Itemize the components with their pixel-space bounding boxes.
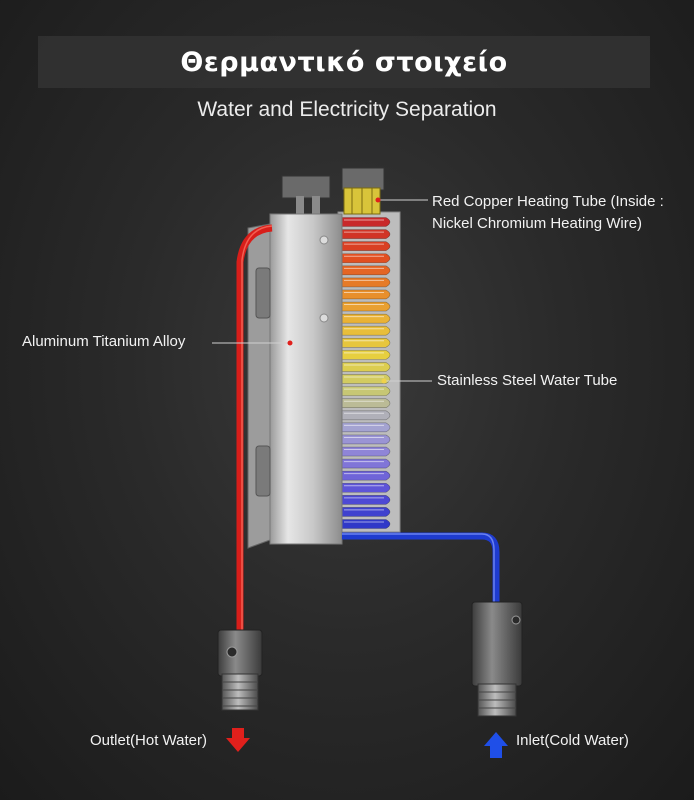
leader-alloy <box>212 340 293 346</box>
label-outlet: Outlet(Hot Water) <box>90 732 207 749</box>
page-subtitle: Water and Electricity Separation <box>197 98 497 121</box>
heating-fin <box>341 398 391 408</box>
hot-water-arrow-icon <box>226 728 250 752</box>
aluminum-plate <box>247 213 343 549</box>
heating-fin <box>341 217 391 227</box>
label-inlet: Inlet(Cold Water) <box>516 732 629 749</box>
heating-fin <box>341 325 391 336</box>
heating-fin <box>341 301 391 312</box>
heating-fin <box>341 446 391 457</box>
label-steel-water-tube: Stainless Steel Water Tube <box>437 372 618 389</box>
heating-fin <box>341 507 391 517</box>
heating-fin <box>341 458 391 469</box>
title-band: Θερμαντικό στοιχείο <box>38 36 650 88</box>
heating-fin <box>341 253 391 264</box>
heating-fin <box>341 422 391 433</box>
heating-fin <box>341 410 391 421</box>
page-title: Θερμαντικό στοιχείο <box>180 46 508 78</box>
heating-fin <box>341 434 391 445</box>
label-aluminum-alloy: Aluminum Titanium Alloy <box>22 333 186 350</box>
heating-fin <box>341 229 391 239</box>
cold-water-arrow-icon <box>484 732 508 758</box>
heating-fin <box>341 482 391 493</box>
heating-fin <box>341 495 391 505</box>
outlet-fitting <box>217 629 263 711</box>
heating-fins <box>341 217 391 529</box>
heating-fin <box>341 289 391 300</box>
inlet-fitting <box>471 601 523 717</box>
heating-fin <box>341 265 391 276</box>
leader-steel <box>381 378 432 384</box>
heating-fin <box>341 241 391 251</box>
heating-fin <box>341 338 391 348</box>
heating-fin <box>341 277 391 288</box>
heating-fin <box>341 519 391 529</box>
cold-water-pipe <box>342 532 500 604</box>
heating-fin <box>341 350 391 360</box>
terminal-connector-left <box>281 175 331 216</box>
terminal-connector-right <box>341 167 385 215</box>
leader-copper <box>375 197 428 203</box>
heating-fin <box>341 313 391 324</box>
heating-fin <box>341 470 391 481</box>
label-copper-heating-tube: Red Copper Heating Tube (Inside : Nickel… <box>432 193 664 232</box>
heating-fin <box>341 362 391 372</box>
heating-fin <box>341 386 391 396</box>
